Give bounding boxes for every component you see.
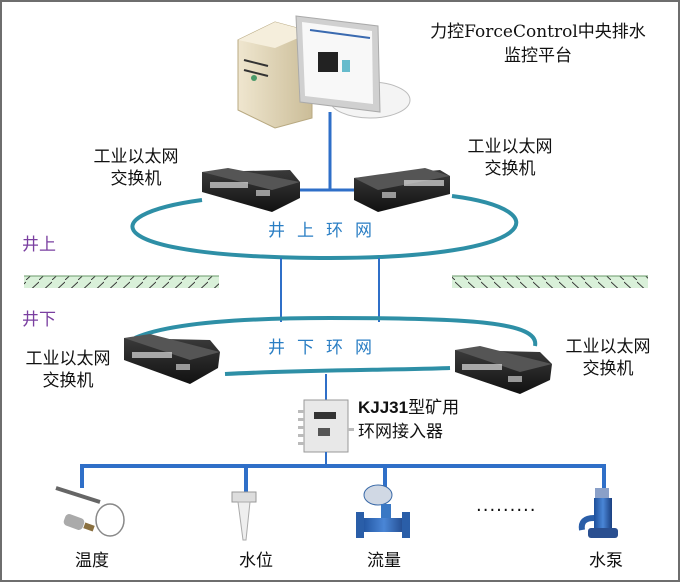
lower-ring-top bbox=[134, 315, 538, 347]
ring-accessor-icon bbox=[298, 399, 354, 453]
switch-label-lower-left: 工业以太网 交换机 bbox=[25, 349, 111, 391]
water-pump-icon bbox=[578, 488, 618, 538]
sensor-label-flow: 流量 bbox=[367, 551, 401, 571]
more-devices-ellipsis: ········· bbox=[476, 500, 537, 521]
flow-meter-icon bbox=[356, 484, 410, 538]
platform-title: 力控ForceControl中央排水 监控平台 bbox=[412, 20, 664, 68]
upper-ring bbox=[130, 194, 519, 261]
zone-label-above-ground: 井上 bbox=[22, 235, 56, 255]
ground-divider-left bbox=[24, 275, 219, 288]
sensor-label-water-level: 水位 bbox=[239, 551, 273, 571]
sensor-label-pump: 水泵 bbox=[589, 551, 623, 571]
accessor-model: KJJ31 bbox=[358, 398, 409, 417]
field-bus bbox=[80, 464, 606, 488]
switch-icon bbox=[354, 168, 450, 212]
sensor-label-temperature: 温度 bbox=[75, 551, 109, 571]
switch-icon bbox=[202, 168, 300, 212]
platform-title-line1: 力控ForceControl中央排水 bbox=[430, 22, 646, 42]
monitoring-workstation-icon bbox=[237, 15, 411, 129]
lower-ring-bottom bbox=[224, 366, 451, 376]
switch-icon bbox=[124, 334, 220, 384]
water-level-sensor-icon bbox=[231, 491, 257, 541]
switch-label-upper-left: 工业以太网 交换机 bbox=[93, 147, 179, 189]
upper-ring-label: 井上环网 bbox=[268, 221, 384, 241]
temperature-sensor-icon bbox=[55, 486, 125, 537]
zone-label-underground: 井下 bbox=[22, 310, 56, 330]
switch-label-lower-right: 工业以太网 交换机 bbox=[565, 337, 651, 379]
switch-icon bbox=[455, 346, 552, 394]
lower-ring-label: 井下环网 bbox=[268, 338, 384, 358]
ring-accessor-label: KJJ31型矿用 环网接入器 bbox=[358, 398, 460, 442]
switch-label-upper-right: 工业以太网 交换机 bbox=[467, 137, 553, 179]
platform-title-line2: 监控平台 bbox=[504, 46, 572, 66]
ground-divider-right bbox=[452, 275, 648, 288]
